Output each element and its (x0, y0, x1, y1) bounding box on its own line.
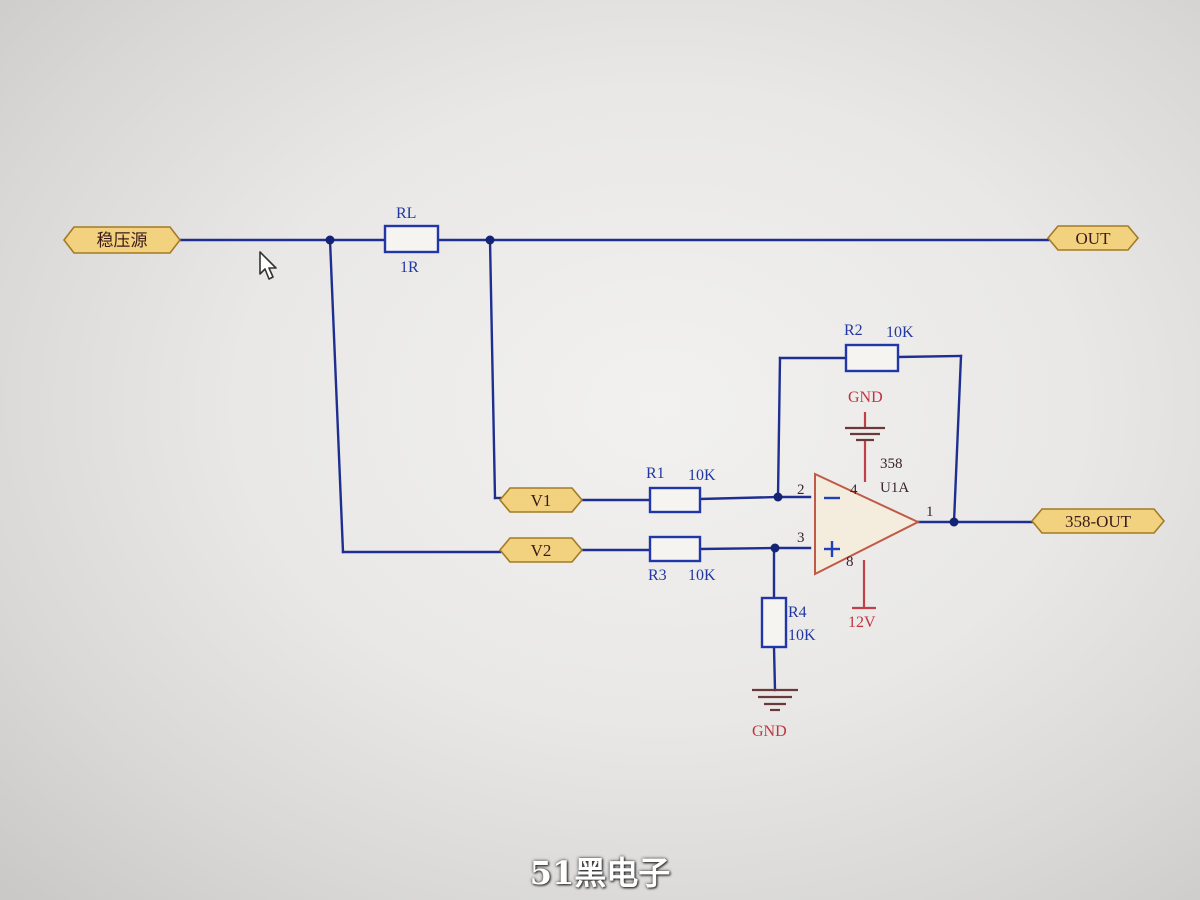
junction-dot (325, 235, 335, 245)
junction-dot (770, 543, 780, 553)
port-358-out-label: 358-OUT (1065, 512, 1132, 531)
watermark-text: 51黑电子 (529, 854, 671, 892)
gnd-top-label: GND (848, 389, 883, 406)
port-out-label: OUT (1076, 229, 1112, 248)
port-v1[interactable]: V1 (498, 487, 584, 513)
wires (178, 238, 1050, 692)
resistor-rl[interactable]: RL 1R (383, 205, 440, 276)
rl-ref-label: RL (396, 205, 416, 222)
pin-vminus-number: 8 (846, 554, 854, 570)
port-source[interactable]: 稳压源 (62, 226, 182, 254)
r2-ref-label: R2 (844, 322, 863, 339)
port-v2[interactable]: V2 (498, 537, 584, 563)
supply-label: 12V (848, 614, 876, 631)
junction-dot (773, 492, 783, 502)
pin-vplus-number: 4 (850, 482, 858, 498)
resistor-r1[interactable]: R1 10K (646, 465, 716, 514)
opamp-u1a[interactable]: 358 U1A 2 3 1 4 8 (797, 440, 934, 608)
ground-symbol-bottom: GND (752, 688, 798, 740)
junctions (325, 235, 959, 553)
junction-dot (485, 235, 495, 245)
ground-symbol-top: GND (845, 389, 885, 442)
r4-ref-label: R4 (788, 604, 807, 621)
mouse-cursor-icon (259, 251, 277, 280)
pin-out-number: 1 (926, 504, 934, 520)
junction-dot (949, 517, 959, 527)
port-source-label: 稳压源 (97, 231, 148, 250)
gnd-bottom-label: GND (752, 723, 787, 740)
opamp-part-label: 358 (880, 456, 903, 472)
pin-inv-number: 2 (797, 482, 805, 498)
port-v1-label: V1 (531, 491, 552, 510)
r3-value-label: 10K (688, 567, 716, 584)
supply-symbol-12v: 12V (848, 606, 876, 631)
resistor-r3[interactable]: R3 10K (648, 535, 716, 584)
r1-value-label: 10K (688, 467, 716, 484)
r1-ref-label: R1 (646, 465, 665, 482)
pin-noninv-number: 3 (797, 530, 805, 546)
resistor-r2[interactable]: R2 10K (844, 322, 914, 373)
r2-value-label: 10K (886, 324, 914, 341)
r4-value-label: 10K (788, 627, 816, 644)
rl-value-label: 1R (400, 259, 419, 276)
port-v2-label: V2 (531, 541, 552, 560)
r3-ref-label: R3 (648, 567, 667, 584)
opamp-ref-label: U1A (880, 480, 909, 496)
port-out[interactable]: OUT (1046, 225, 1140, 251)
resistor-r4[interactable]: R4 10K (760, 596, 816, 649)
port-358-out[interactable]: 358-OUT (1030, 508, 1166, 534)
